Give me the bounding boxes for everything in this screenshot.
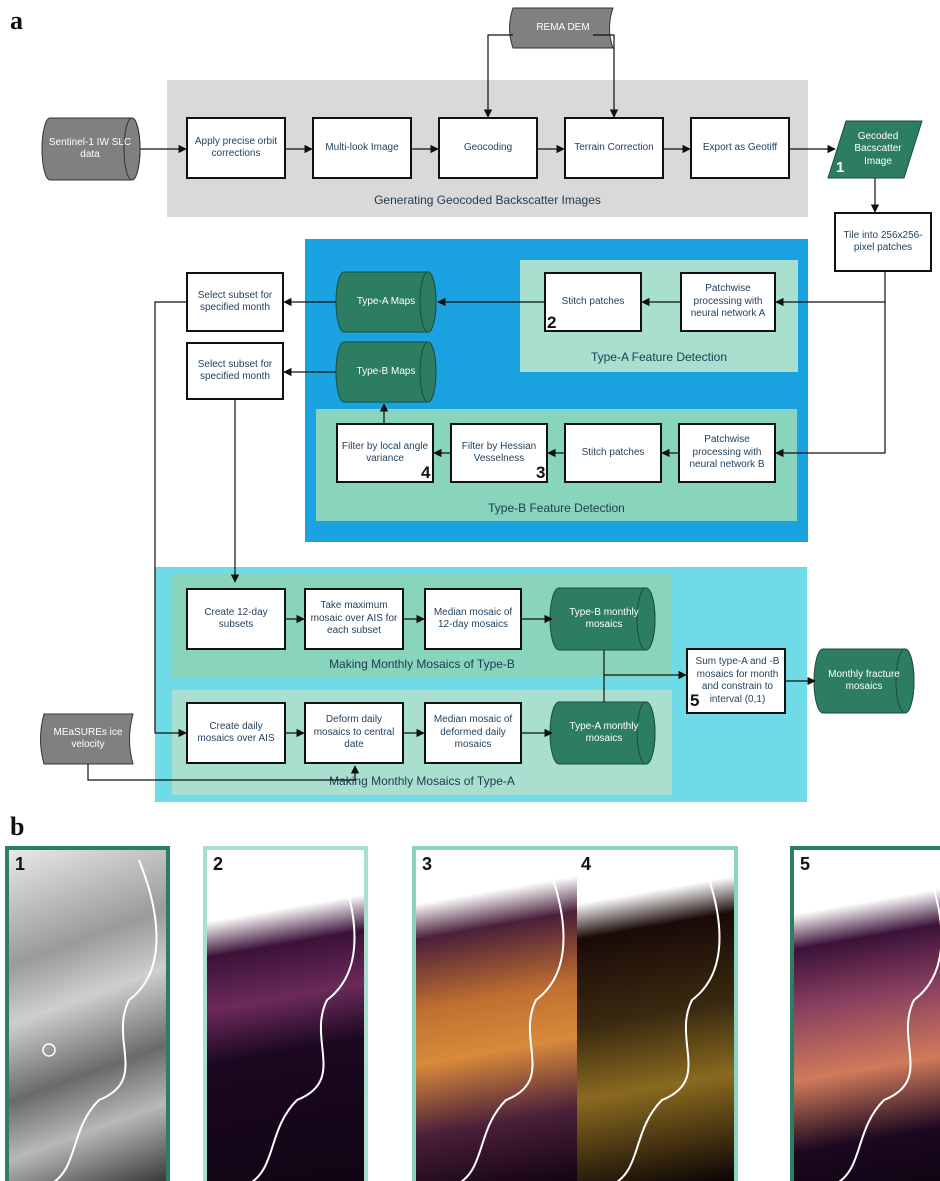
box-export: Export as Geotiff (690, 117, 790, 179)
sentinel-shape (41, 117, 141, 181)
box-angle: Filter by local angle variance (336, 423, 434, 483)
step-number-2: 2 (547, 313, 557, 332)
thumbnail-3: 3 (412, 846, 577, 1181)
b-monthly-shape (549, 587, 656, 651)
panel-a-letter: a (10, 6, 23, 35)
grounding-line-2 (251, 859, 356, 1181)
thumbnail-1: 1 (5, 846, 170, 1181)
box-deform: Deform daily mosaics to central date (304, 702, 404, 764)
geocoded-image-label: Gecoded Bacscatter Image (854, 130, 902, 167)
grounding-line-4 (616, 859, 721, 1181)
box-select-a: Select subset for specified month (186, 272, 284, 332)
a-monthly-shape (549, 701, 656, 765)
region-geocode-label: Generating Geocoded Backscatter Images (374, 193, 601, 207)
region-type-a-detect-label: Type-A Feature Detection (590, 350, 728, 364)
measures-shape (40, 713, 134, 765)
box-median12: Median mosaic of 12-day mosaics (424, 588, 522, 650)
box-median-deformed: Median mosaic of deformed daily mosaics (424, 702, 522, 764)
box-geocoding: Geocoding (438, 117, 538, 179)
box-terrain: Terrain Correction (564, 117, 664, 179)
step-number-1: 1 (836, 159, 845, 176)
box-tile: Tile into 256x256-pixel patches (834, 212, 932, 272)
box-stitch-a: Stitch patches (544, 272, 642, 332)
box-patch-b: Patchwise processing with neural network… (678, 423, 776, 483)
thumbnail-number-5: 5 (800, 854, 811, 874)
box-select-b: Select subset for specified month (186, 342, 284, 400)
thumbnail-2: 2 (203, 846, 368, 1181)
step-number-5: 5 (690, 691, 700, 710)
rema-dem-shape (509, 7, 614, 49)
grounding-line-5 (838, 859, 940, 1181)
thumbnail-5: 5 (790, 846, 940, 1181)
box-stitch-b: Stitch patches (564, 423, 662, 483)
type-a-maps-label: Type-A Maps (356, 295, 416, 307)
box-orbit: Apply precise orbit corrections (186, 117, 286, 179)
grounding-line-3 (460, 859, 565, 1181)
region-type-b-detect-label: Type-B Feature Detection (488, 501, 625, 515)
box-create-daily: Create daily mosaics over AIS (186, 702, 286, 764)
box-create12: Create 12-day subsets (186, 588, 286, 650)
panel-b-letter: b (10, 812, 25, 841)
rema-dem-label: REMA DEM (536, 21, 590, 33)
region-monthly-a-label: Making Monthly Mosaics of Type-A (329, 774, 515, 788)
region-monthly-b-label: Making Monthly Mosaics of Type-B (329, 657, 515, 671)
box-patch-a: Patchwise processing with neural network… (680, 272, 776, 332)
a-monthly-label: Type-A monthly mosaics (569, 720, 639, 745)
thumbnail-4: 4 (577, 846, 738, 1181)
sentinel-label: Sentinel-1 IW SLC data (48, 136, 132, 161)
monthly-fracture-label: Monthly fracture mosaics (828, 668, 900, 693)
geocoded-image-shape (827, 120, 923, 179)
measures-label: MEaSUREs ice velocity (53, 726, 123, 751)
type-b-maps-shape (335, 341, 437, 403)
type-a-maps-shape (335, 271, 437, 333)
b-monthly-label: Type-B monthly mosaics (569, 606, 639, 631)
box-multilook: Multi-look Image (312, 117, 412, 179)
monthly-fracture-shape (813, 648, 915, 714)
step-number-3: 3 (536, 463, 546, 482)
step-number-4: 4 (421, 463, 431, 482)
box-takemax: Take maximum mosaic over AIS for each su… (304, 588, 404, 650)
box-sum: Sum type-A and -B mosaics for month and … (686, 648, 786, 714)
grounding-line-1 (42, 859, 158, 1181)
type-b-maps-label: Type-B Maps (356, 365, 416, 377)
thumbnail-number-1: 1 (15, 854, 26, 874)
thumbnail-number-3: 3 (422, 854, 433, 874)
thumbnail-number-4: 4 (581, 854, 592, 874)
thumbnail-number-2: 2 (213, 854, 224, 874)
box-hessian: Filter by Hessian Vesselness (450, 423, 548, 483)
